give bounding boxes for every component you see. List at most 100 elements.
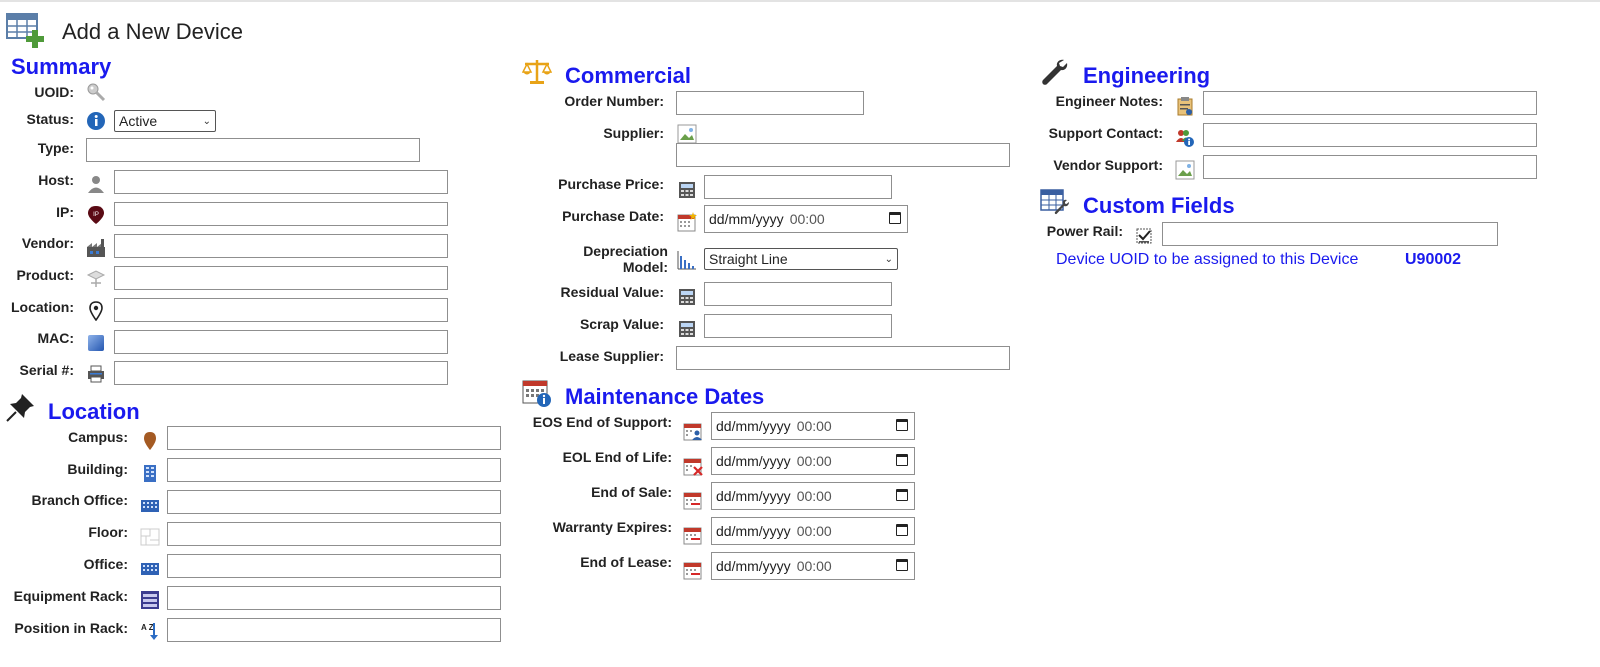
warranty-expires-label: Warranty Expires:: [552, 519, 672, 535]
ip-label: IP:: [56, 204, 74, 220]
location-heading: Location: [48, 399, 140, 424]
building-label: Building:: [67, 461, 128, 477]
image-placeholder-icon: [677, 124, 697, 144]
ip-pin-icon: IP: [88, 206, 104, 224]
calendar-picker-icon[interactable]: [896, 524, 908, 536]
eol-date-input[interactable]: dd/mm/yyyy 00:00: [711, 447, 915, 475]
summary-heading: Summary: [11, 54, 112, 79]
host-input[interactable]: [114, 170, 448, 194]
scales-icon: [522, 60, 552, 84]
branch-office-label: Branch Office:: [31, 492, 128, 508]
uoid-info-text: Device UOID to be assigned to this Devic…: [1056, 251, 1359, 268]
status-select[interactable]: Active ⌄: [114, 110, 216, 132]
depreciation-label-line1: Depreciation: [583, 243, 668, 259]
wrench-icon: [1042, 59, 1068, 85]
sort-az-text: A Z: [141, 623, 154, 632]
maintenance-dates-heading: Maintenance Dates: [565, 384, 765, 409]
engineering-heading: Engineering: [1083, 63, 1211, 88]
calculator-icon: [679, 182, 695, 198]
location-input[interactable]: [114, 298, 448, 322]
branch-office-input[interactable]: [167, 490, 501, 514]
supplier-label: Supplier:: [603, 125, 664, 141]
purchase-time-placeholder: 00:00: [789, 211, 825, 227]
checkbox-list-icon: [1136, 228, 1152, 244]
end-of-sale-time-placeholder: 00:00: [796, 488, 832, 504]
depreciation-model-label: Depreciation Model:: [520, 243, 668, 275]
vendor-support-input[interactable]: [1203, 155, 1537, 179]
end-of-lease-time-placeholder: 00:00: [796, 558, 832, 574]
calendar-picker-icon[interactable]: [896, 419, 908, 431]
residual-value-input[interactable]: [704, 282, 892, 306]
calendar-info-icon: [522, 380, 551, 407]
vendor-input[interactable]: [114, 234, 448, 258]
type-label: Type:: [37, 140, 74, 156]
mac-label: MAC:: [37, 330, 74, 346]
equipment-rack-label: Equipment Rack:: [13, 588, 128, 604]
mac-square-icon: [88, 335, 104, 351]
calendar-icon: [683, 562, 702, 580]
engineer-notes-input[interactable]: [1203, 91, 1537, 115]
purchase-price-input[interactable]: [704, 175, 892, 199]
vendor-label: Vendor:: [21, 235, 74, 251]
office-input[interactable]: [167, 554, 501, 578]
campus-input[interactable]: [167, 426, 501, 450]
calendar-star-icon: [677, 212, 697, 232]
vendor-support-label: Vendor Support:: [1053, 157, 1163, 173]
custom-fields-heading: Custom Fields: [1083, 193, 1235, 218]
eol-label: EOL End of Life:: [562, 449, 672, 465]
serial-input[interactable]: [114, 361, 448, 385]
calculator-icon: [679, 321, 695, 337]
scrap-value-input[interactable]: [704, 314, 892, 338]
key-icon: [87, 83, 106, 102]
purchase-date-placeholder: dd/mm/yyyy: [709, 211, 784, 227]
status-select-value: Active: [119, 113, 158, 129]
office-grid-icon: [141, 500, 159, 512]
type-input[interactable]: [86, 138, 420, 162]
residual-value-label: Residual Value:: [560, 284, 664, 300]
position-in-rack-input[interactable]: [167, 618, 501, 642]
office-label: Office:: [83, 556, 128, 572]
order-number-input[interactable]: [676, 91, 864, 115]
end-of-lease-label: End of Lease:: [580, 554, 672, 570]
lease-supplier-input[interactable]: [676, 346, 1010, 370]
depreciation-select-value: Straight Line: [709, 251, 788, 267]
calendar-picker-icon[interactable]: [896, 489, 908, 501]
product-input[interactable]: [114, 266, 448, 290]
engineer-notes-label: Engineer Notes:: [1055, 93, 1163, 109]
equipment-rack-input[interactable]: [167, 586, 501, 610]
building-input[interactable]: [167, 458, 501, 482]
floor-label: Floor:: [88, 524, 128, 540]
serial-label: Serial #:: [19, 362, 74, 378]
calendar-person-icon: [683, 423, 702, 441]
purchase-date-input[interactable]: dd/mm/yyyy 00:00: [704, 205, 908, 233]
calendar-picker-icon[interactable]: [896, 559, 908, 571]
floor-input[interactable]: [167, 522, 501, 546]
power-rail-input[interactable]: [1162, 222, 1498, 246]
mac-input[interactable]: [114, 330, 448, 354]
support-contact-label: Support Contact:: [1048, 125, 1163, 141]
office-icon: [141, 563, 159, 575]
eos-time-placeholder: 00:00: [796, 418, 832, 434]
rack-icon: [141, 591, 159, 609]
building-icon: [144, 465, 156, 482]
calculator-icon: [679, 289, 695, 305]
uoid-label: UOID:: [34, 84, 74, 100]
printer-icon: [88, 365, 104, 383]
ip-input[interactable]: [114, 202, 448, 226]
order-number-label: Order Number:: [564, 93, 664, 109]
position-in-rack-label: Position in Rack:: [14, 620, 128, 636]
depreciation-model-select[interactable]: Straight Line ⌄: [704, 248, 898, 270]
eol-date-placeholder: dd/mm/yyyy: [716, 453, 791, 469]
contact-info-icon: [1176, 130, 1194, 147]
support-contact-input[interactable]: [1203, 123, 1537, 147]
campus-label: Campus:: [68, 429, 128, 445]
ip-pin-text: IP: [93, 212, 99, 218]
calendar-picker-icon[interactable]: [889, 212, 901, 224]
supplier-input[interactable]: [676, 143, 1010, 167]
eol-time-placeholder: 00:00: [796, 453, 832, 469]
calendar-picker-icon[interactable]: [896, 454, 908, 466]
